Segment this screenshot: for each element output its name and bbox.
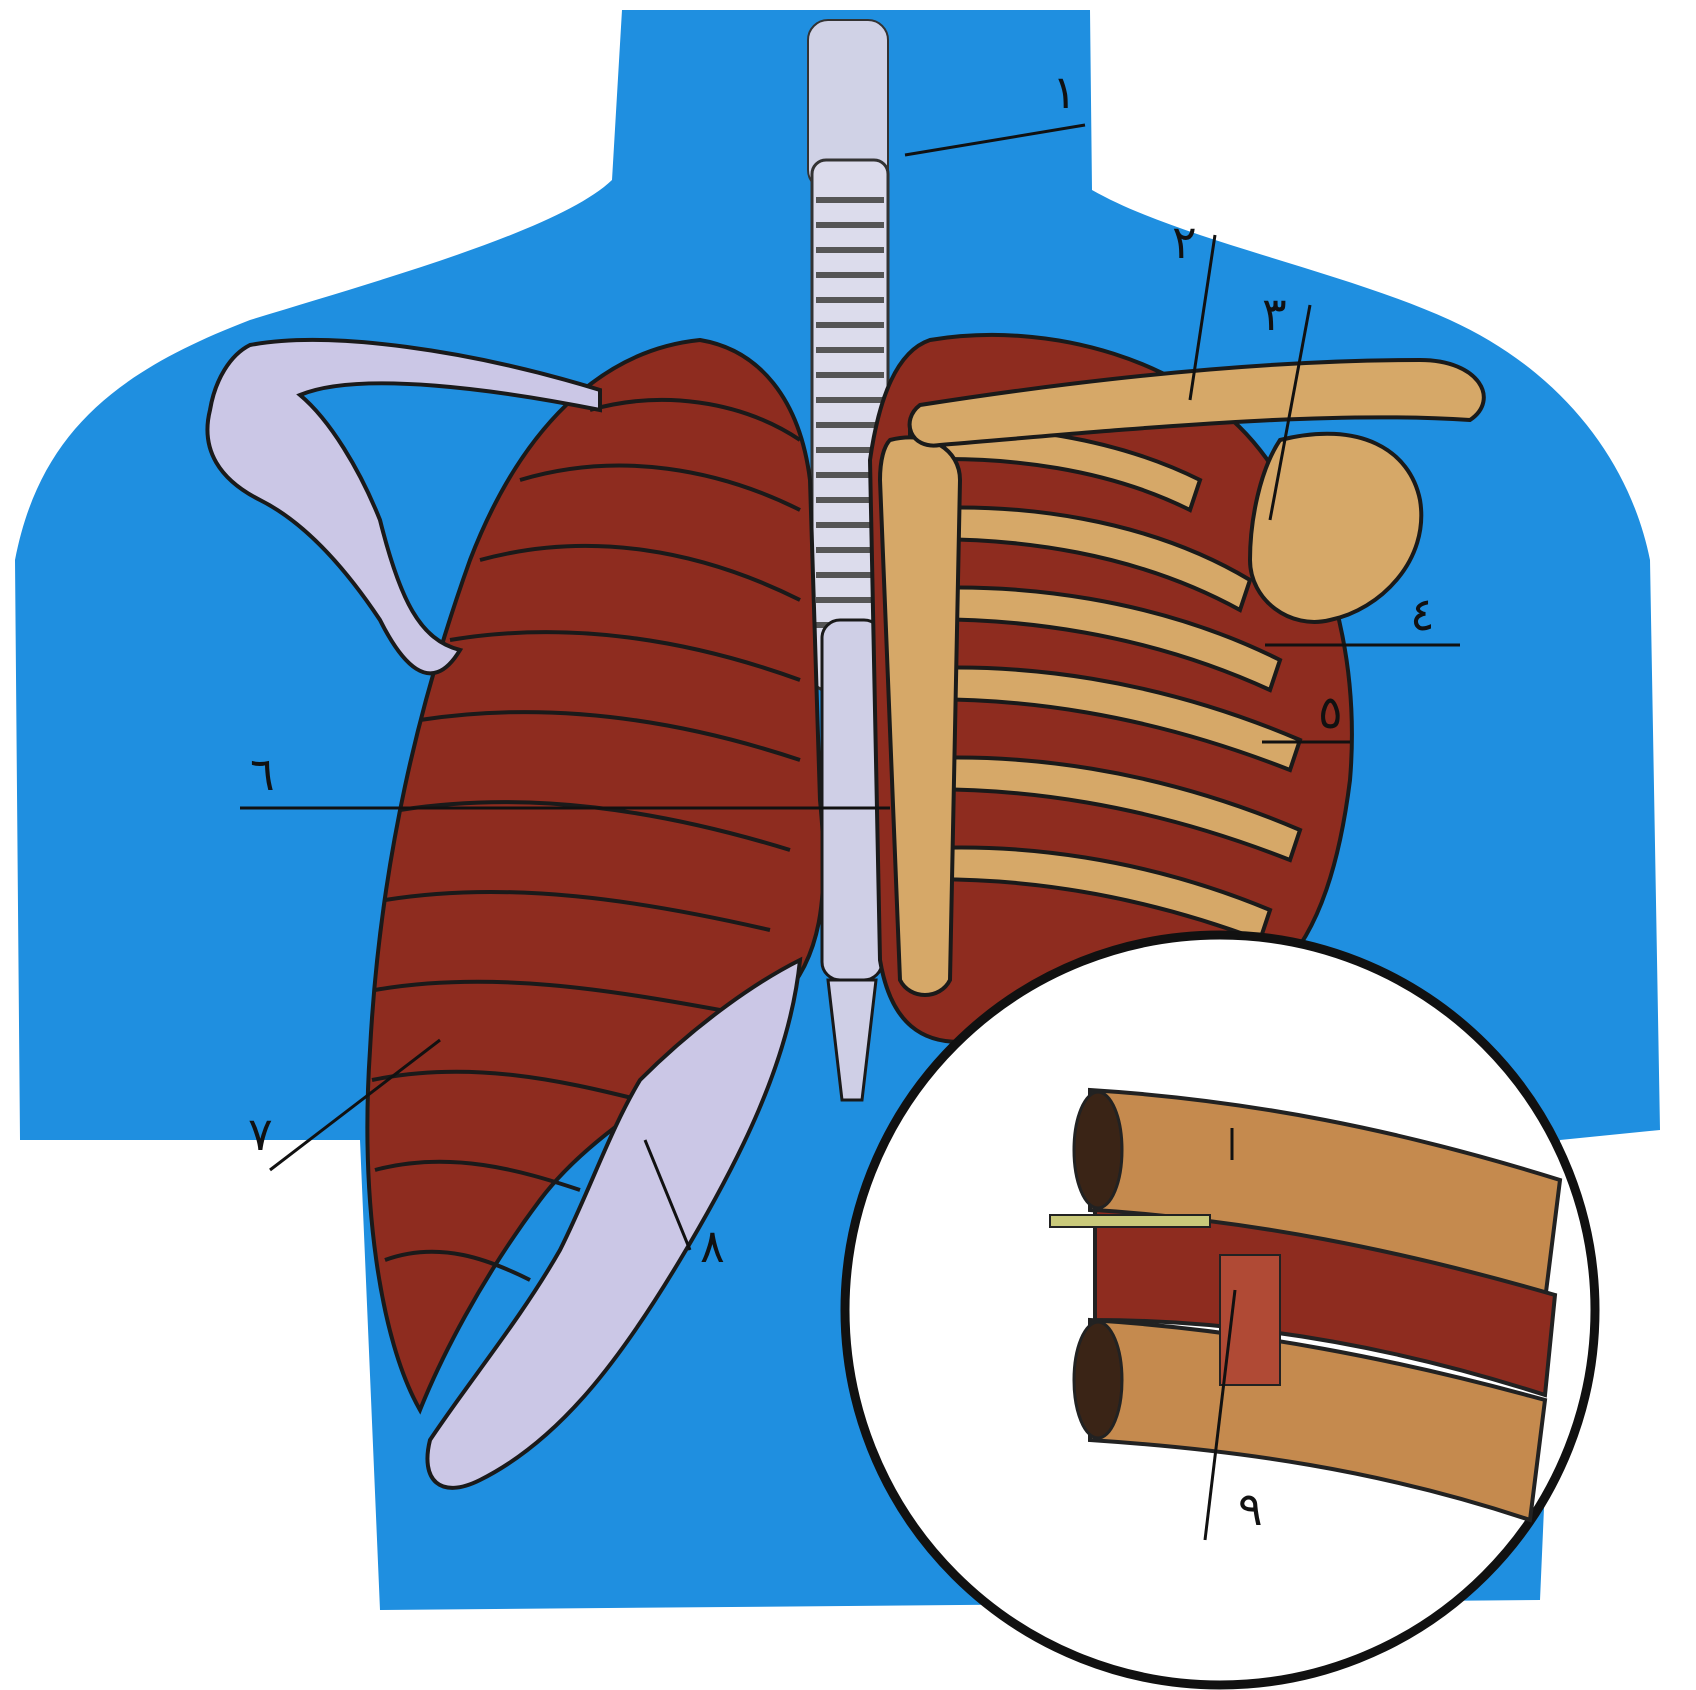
- label-5: ٥: [1318, 685, 1343, 739]
- label-4: ٤: [1410, 587, 1435, 641]
- magnified-inset: [845, 935, 1595, 1685]
- label-8: ٨: [700, 1219, 725, 1273]
- label-3: ٣: [1262, 287, 1287, 341]
- label-1: ١: [1052, 65, 1077, 119]
- label-2: ٢: [1172, 215, 1197, 269]
- label-7: ٧: [248, 1107, 273, 1161]
- label-6: ٦: [250, 747, 275, 801]
- label-9: ٩: [1238, 1482, 1263, 1536]
